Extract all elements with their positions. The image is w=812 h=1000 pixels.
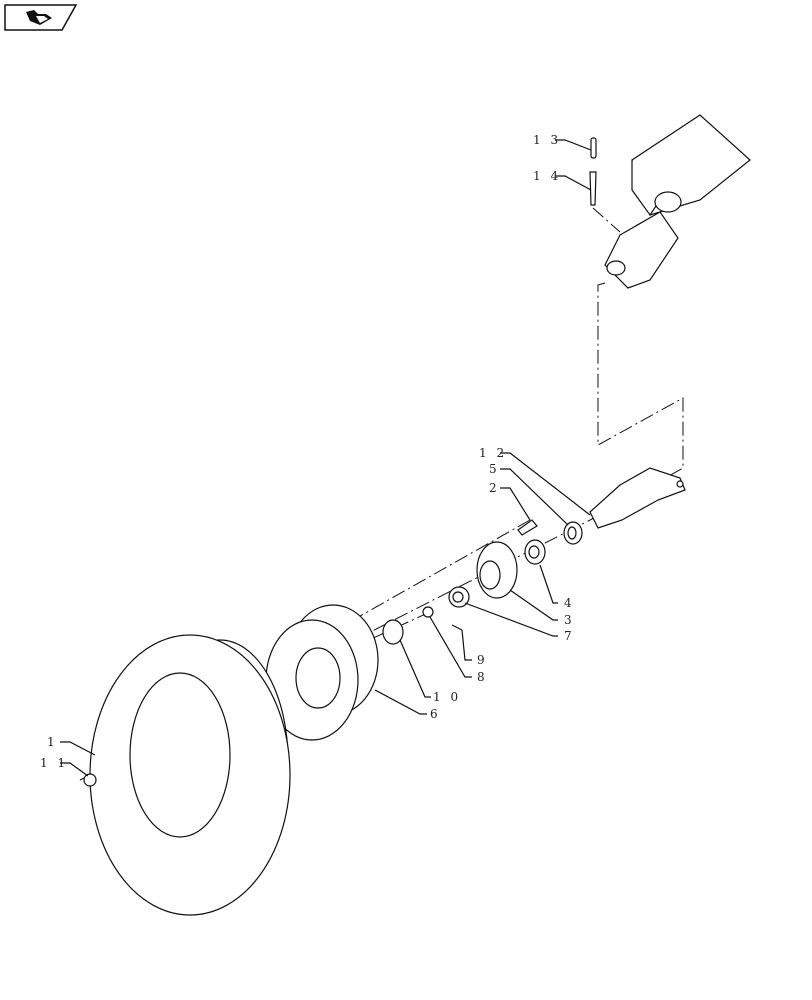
leader-lines xyxy=(60,139,592,777)
back-to-index-button[interactable] xyxy=(4,4,78,31)
part-5-washer xyxy=(563,521,583,545)
callout-5[interactable]: 5 xyxy=(489,462,500,476)
part-10-hub-cap xyxy=(382,619,404,645)
part-2-bolt xyxy=(517,519,538,536)
part-1-tire xyxy=(89,634,291,916)
callout-1[interactable]: 1 xyxy=(47,735,58,749)
callout-4[interactable]: 4 xyxy=(564,596,575,610)
callout-14[interactable]: 1 4 xyxy=(533,169,561,183)
part-11-lug-nut xyxy=(83,773,97,787)
callout-9[interactable]: 9 xyxy=(477,653,488,667)
callout-13[interactable]: 1 3 xyxy=(533,133,561,147)
part-8-nut xyxy=(422,606,434,618)
frame-arm xyxy=(604,114,751,289)
part-12-spindle xyxy=(589,467,686,529)
part-7-bearing xyxy=(448,586,470,608)
part-3-hub xyxy=(476,541,518,599)
callout-6[interactable]: 6 xyxy=(430,707,441,721)
part-14-cotter-pin xyxy=(589,171,597,206)
part-4-bearing xyxy=(524,539,546,565)
callout-7[interactable]: 7 xyxy=(564,629,575,643)
callout-8[interactable]: 8 xyxy=(477,670,488,684)
callout-10[interactable]: 1 0 xyxy=(433,690,461,704)
callout-3[interactable]: 3 xyxy=(564,613,575,627)
part-9-cotter-pin xyxy=(451,624,463,631)
callout-12[interactable]: 1 2 xyxy=(479,446,507,460)
callout-11[interactable]: 1 1 xyxy=(40,756,68,770)
part-6-rim xyxy=(265,604,379,741)
back-to-index-icon xyxy=(26,10,52,25)
part-13-pin xyxy=(590,137,597,159)
callout-2[interactable]: 2 xyxy=(489,481,500,495)
